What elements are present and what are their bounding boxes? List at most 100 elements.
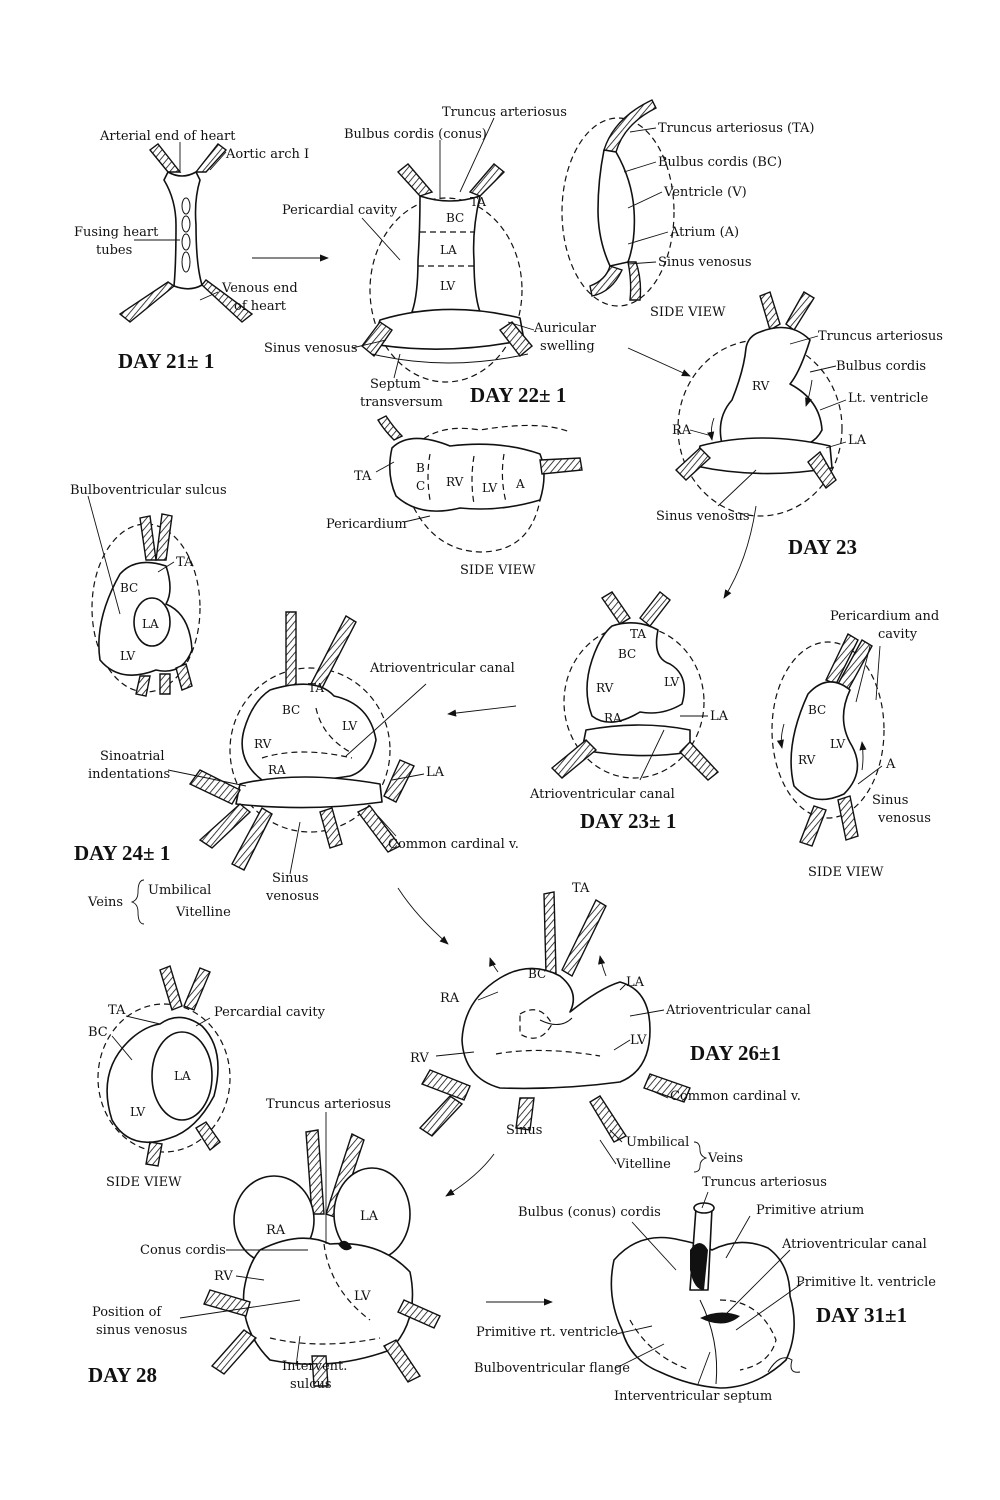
day31-prim-atrium: Primitive atrium bbox=[756, 1203, 864, 1218]
bvs-ta: TA bbox=[176, 555, 194, 570]
day23b-ta: TA bbox=[630, 627, 646, 641]
sv3-sinus-1: Sinus bbox=[872, 793, 908, 808]
sv4-caption: SIDE VIEW bbox=[106, 1175, 182, 1190]
day24-veins: Veins bbox=[87, 895, 123, 910]
bvs-sulcus: Bulboventricular sulcus bbox=[70, 483, 227, 498]
sv4-lv: LV bbox=[130, 1105, 146, 1119]
bvs-la: LA bbox=[142, 617, 159, 631]
day22-sinus-label: Sinus venosus bbox=[264, 341, 358, 356]
sv1-v: Ventricle (V) bbox=[663, 185, 747, 200]
day28-rv: RV bbox=[214, 1269, 233, 1284]
venous-end-label-2: of heart bbox=[234, 299, 287, 314]
day-22-title: DAY 22± 1 bbox=[470, 383, 566, 407]
day31-septum: Interventricular septum bbox=[614, 1389, 772, 1404]
day-21-title: DAY 21± 1 bbox=[118, 349, 214, 373]
day26-ccv: Common cardinal v. bbox=[670, 1089, 801, 1104]
day24-sino-2: indentations bbox=[88, 767, 170, 782]
sv2-ta: TA bbox=[354, 469, 372, 484]
panel-day-23b: TA BC RV LV RA LA Atrioventricular canal… bbox=[529, 591, 729, 833]
day28-la: LA bbox=[360, 1209, 379, 1224]
sv3-a: A bbox=[885, 757, 896, 772]
sv3-sinus-2: venosus bbox=[877, 811, 931, 826]
day31-prim-lv: Primitive lt. ventricle bbox=[796, 1275, 936, 1290]
sv3-caption: SIDE VIEW bbox=[808, 865, 884, 880]
day22-truncus-label: Truncus arteriosus bbox=[442, 105, 567, 120]
panel-side-view-1: Truncus arteriosus (TA) Bulbus cordis (B… bbox=[561, 99, 815, 320]
sv2-b: B bbox=[416, 461, 425, 475]
day23-sinus: Sinus venosus bbox=[656, 509, 750, 524]
day22-ta: TA bbox=[470, 195, 486, 209]
day26-bc: BC bbox=[528, 967, 546, 981]
sv3-bc: BC bbox=[808, 703, 826, 717]
panel-day-24: TA BC LV RV RA LA Atrioventricular canal… bbox=[74, 611, 519, 925]
sv1-ta: Truncus arteriosus (TA) bbox=[658, 121, 815, 136]
day24-bc: BC bbox=[282, 703, 300, 717]
day28-ra: RA bbox=[266, 1223, 286, 1238]
day24-ccv: Common cardinal v. bbox=[388, 837, 519, 852]
day28-lv: LV bbox=[354, 1289, 371, 1304]
panel-side-view-4: TA BC Percardial cavity LA LV SIDE VIEW bbox=[88, 965, 326, 1190]
bvs-bc: BC bbox=[120, 581, 138, 595]
sv2-pericardium: Pericardium bbox=[326, 517, 407, 532]
venous-end-label-1: Venous end bbox=[221, 281, 298, 296]
arrow-23-to-23b bbox=[723, 505, 757, 599]
panel-bulboventricular: BC LA LV TA Bulboventricular sulcus bbox=[70, 483, 227, 697]
day23b-rv: RV bbox=[596, 681, 614, 695]
sv4-peri: Percardial cavity bbox=[214, 1005, 326, 1020]
sv2-rv: RV bbox=[446, 475, 464, 489]
sv4-bc: BC bbox=[88, 1025, 108, 1040]
day26-av-canal: Atrioventricular canal bbox=[665, 1003, 811, 1018]
day28-pos-2: sinus venosus bbox=[96, 1323, 187, 1338]
day22-lv: LV bbox=[440, 279, 456, 293]
day26-umbilical: Umbilical bbox=[626, 1135, 689, 1150]
bvs-lv: LV bbox=[120, 649, 136, 663]
day26-ta: TA bbox=[572, 881, 590, 896]
sv4-ta: TA bbox=[108, 1003, 126, 1018]
day28-truncus: Truncus arteriosus bbox=[266, 1097, 391, 1112]
fusing-label-1: Fusing heart bbox=[74, 225, 159, 240]
sv1-sv: Sinus venosus bbox=[658, 255, 752, 270]
arrow-22-to-23 bbox=[627, 347, 691, 377]
sv2-a: A bbox=[515, 477, 525, 491]
day23-la: LA bbox=[848, 433, 867, 448]
day22-auricular-1: Auricular bbox=[533, 321, 597, 336]
panel-day-28: Truncus arteriosus RA LA Conus cordis RV… bbox=[88, 1097, 441, 1392]
sv4-la: LA bbox=[174, 1069, 191, 1083]
day31-prim-rv: Primitive rt. ventricle bbox=[476, 1325, 618, 1340]
panel-side-view-3: BC LV RV A Pericardium and cavity Sinus … bbox=[771, 609, 939, 880]
sv3-lv: LV bbox=[830, 737, 846, 751]
day-23-title: DAY 23 bbox=[788, 535, 857, 559]
day24-lv: LV bbox=[342, 719, 358, 733]
day23b-lv: LV bbox=[664, 675, 680, 689]
fusing-label-2: tubes bbox=[96, 243, 132, 258]
panel-day-22: BC TA LA LV Truncus arteriosus Bulbus co… bbox=[264, 105, 597, 410]
day26-sinus: Sinus bbox=[506, 1123, 542, 1138]
day26-vitelline: Vitelline bbox=[615, 1157, 671, 1172]
day-26-title: DAY 26±1 bbox=[690, 1041, 781, 1065]
day22-septum-2: transversum bbox=[360, 395, 443, 410]
panel-day-21: Arterial end of heart Aortic arch I Fusi… bbox=[74, 129, 309, 373]
aortic-arch-label: Aortic arch I bbox=[225, 147, 309, 162]
day23b-av-canal: Atrioventricular canal bbox=[529, 787, 675, 802]
day24-sinus-1: Sinus bbox=[272, 871, 308, 886]
day24-umbilical: Umbilical bbox=[148, 883, 211, 898]
sv3-rv: RV bbox=[798, 753, 816, 767]
day24-av-canal: Atrioventricular canal bbox=[369, 661, 515, 676]
day24-rv: RV bbox=[254, 737, 272, 751]
day23-truncus: Truncus arteriosus bbox=[818, 329, 943, 344]
day23-ltv: Lt. ventricle bbox=[848, 391, 929, 406]
day23-rv: RV bbox=[752, 379, 770, 393]
panel-side-view-2: B C RV LV A TA Pericardium SIDE VIEW bbox=[326, 415, 583, 578]
day-28-title: DAY 28 bbox=[88, 1363, 157, 1387]
day31-flange: Bulboventricular flange bbox=[474, 1361, 630, 1376]
panel-day-23: RV RA Truncus arteriosus Bulbus cordis L… bbox=[656, 291, 943, 559]
day31-truncus: Truncus arteriosus bbox=[702, 1175, 827, 1190]
day22-bc: BC bbox=[446, 211, 464, 225]
sv2-caption: SIDE VIEW bbox=[460, 563, 536, 578]
sv3-peri-1: Pericardium and bbox=[830, 609, 939, 624]
sv1-a: Atrium (A) bbox=[669, 225, 739, 240]
day28-conus: Conus cordis bbox=[140, 1243, 226, 1258]
day24-sino-1: Sinoatrial bbox=[100, 749, 165, 764]
day22-septum-1: Septum bbox=[370, 377, 421, 392]
